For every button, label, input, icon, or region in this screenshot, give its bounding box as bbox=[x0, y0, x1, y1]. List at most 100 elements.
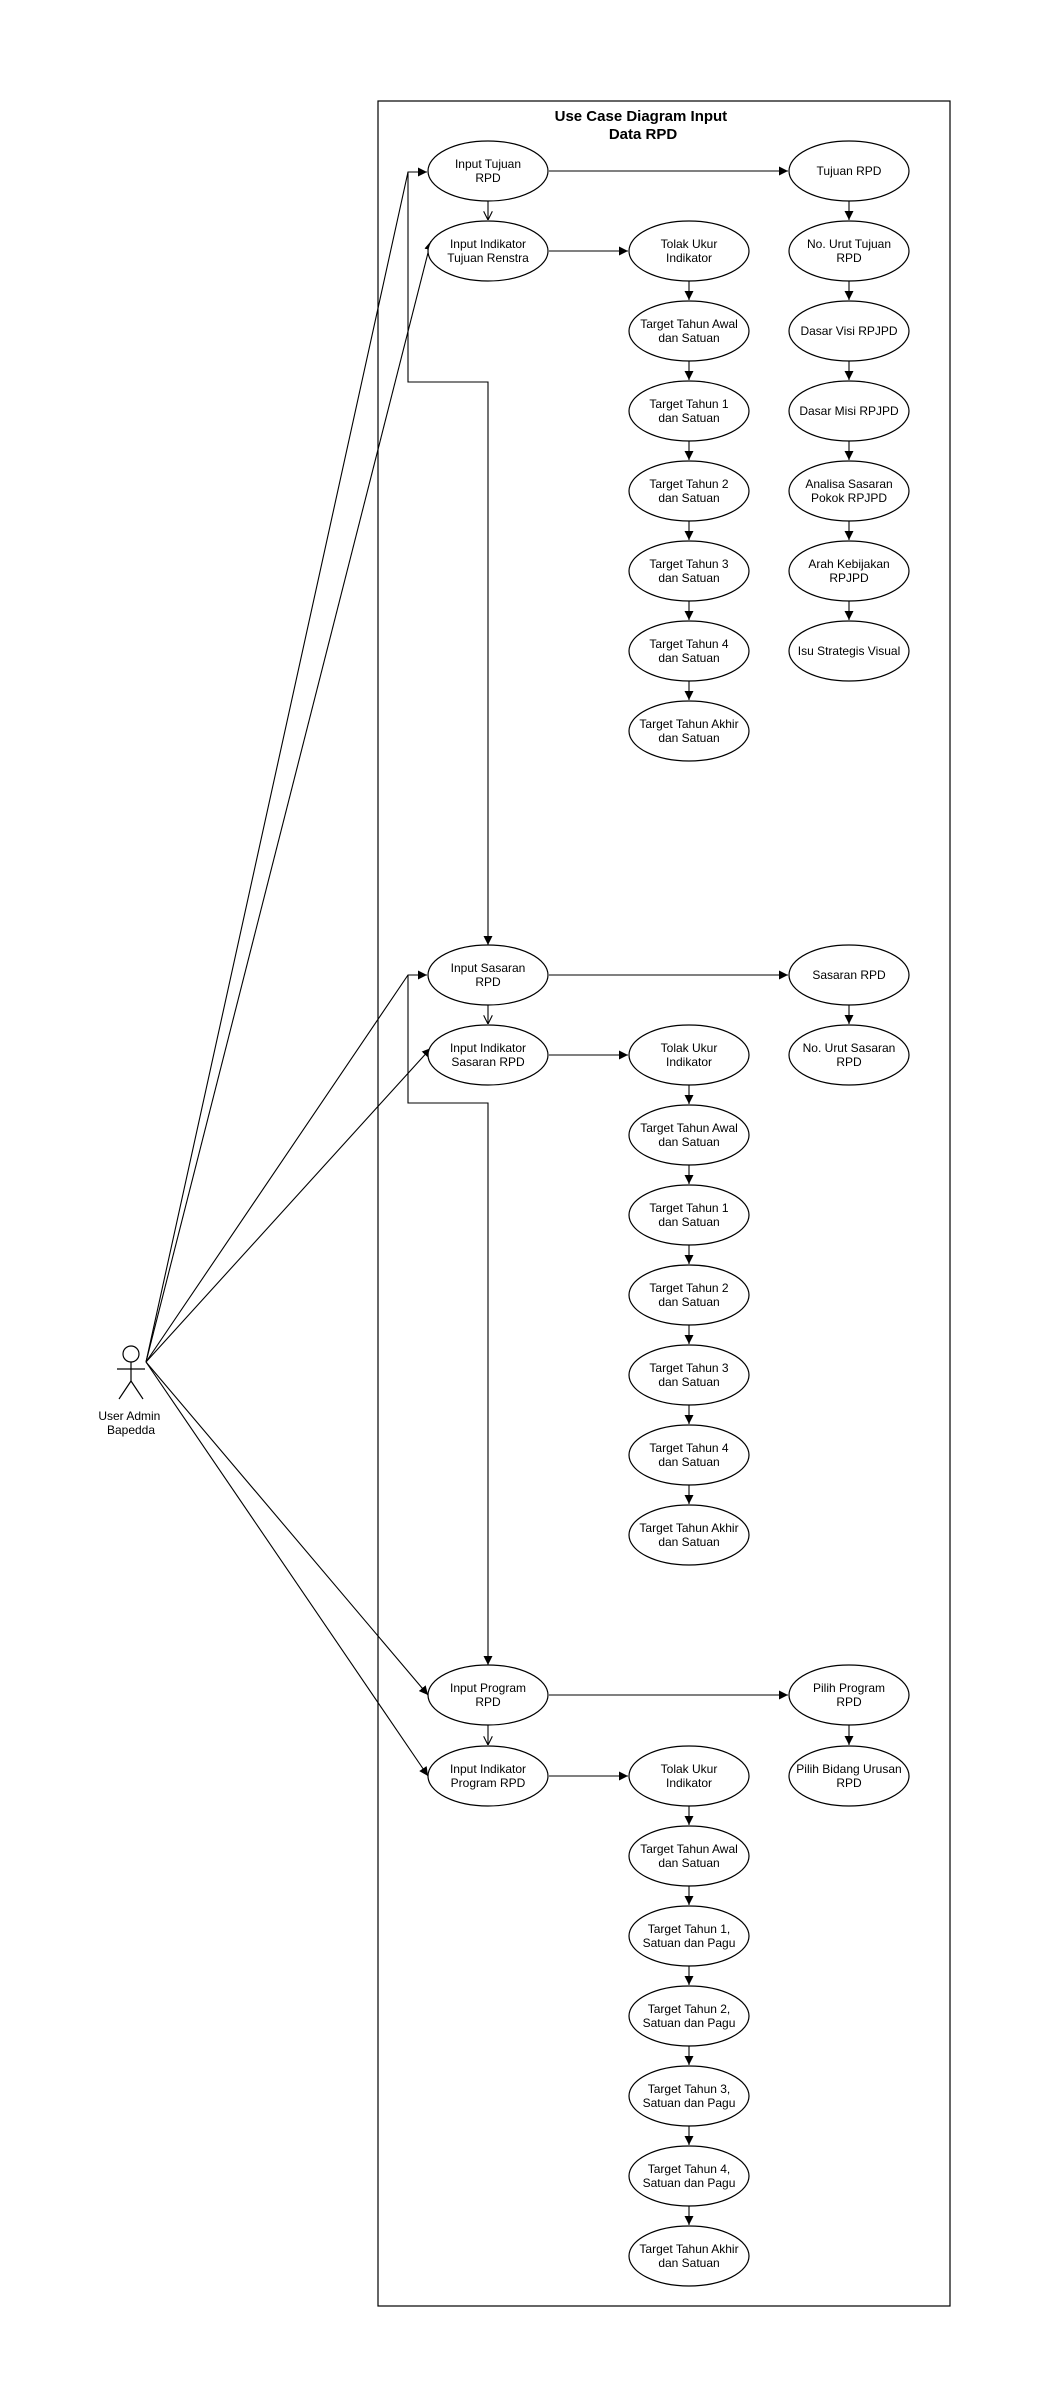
uc-program-target-2[interactable]: Target Tahun 2,Satuan dan Pagu bbox=[628, 1985, 750, 2047]
use-case-ellipse bbox=[427, 140, 549, 202]
use-case-label: Dasar Misi RPJPD bbox=[799, 404, 899, 418]
use-case-ellipse bbox=[788, 380, 910, 442]
use-case-label-line: Pilih Program bbox=[813, 1681, 885, 1695]
use-case-label: Isu Strategis Visual bbox=[798, 644, 901, 658]
use-case-ellipse bbox=[628, 1184, 750, 1246]
uc-dasar-misi[interactable]: Dasar Misi RPJPD bbox=[788, 380, 910, 442]
use-case-label-line: dan Satuan bbox=[658, 1455, 719, 1469]
use-case-label-line: Target Tahun 3 bbox=[649, 557, 728, 571]
actor-label-line1: User Admin bbox=[98, 1409, 160, 1423]
use-case-label-line: Target Tahun 1 bbox=[649, 1201, 728, 1215]
uc-tujuan-rpd[interactable]: Tujuan RPD bbox=[788, 140, 910, 202]
use-case-label-line: Target Tahun Awal bbox=[640, 1121, 738, 1135]
use-case-ellipse bbox=[788, 460, 910, 522]
connectors bbox=[145, 166, 854, 2225]
actor-label-line2: Bapedda bbox=[107, 1423, 155, 1437]
use-case-label-line: Indikator bbox=[666, 1055, 712, 1069]
uc-program-target-1[interactable]: Target Tahun 1,Satuan dan Pagu bbox=[628, 1905, 750, 1967]
use-case-ellipse bbox=[628, 620, 750, 682]
use-case-label-line: dan Satuan bbox=[658, 491, 719, 505]
use-case-ellipse bbox=[628, 1825, 750, 1887]
actor-user-admin[interactable]: User Admin Bapedda bbox=[98, 1345, 163, 1437]
use-case-ellipse bbox=[628, 1424, 750, 1486]
tujuan-to-sasaran-link bbox=[407, 172, 493, 945]
use-case-label-line: RPD bbox=[475, 171, 501, 185]
use-case-label-line: dan Satuan bbox=[658, 731, 719, 745]
use-case-ellipse bbox=[788, 220, 910, 282]
uc-program-target-3[interactable]: Target Tahun 3,Satuan dan Pagu bbox=[628, 2065, 750, 2127]
use-case-ellipse bbox=[628, 1104, 750, 1166]
use-case-label-line: Indikator bbox=[666, 1776, 712, 1790]
use-case-label: Target Tahun 3,Satuan dan Pagu bbox=[643, 2082, 736, 2110]
use-case-label-line: Program RPD bbox=[451, 1776, 526, 1790]
use-case-label-line: dan Satuan bbox=[658, 571, 719, 585]
uc-sasaran-rpd[interactable]: Sasaran RPD bbox=[788, 944, 910, 1006]
use-case-label-line: Target Tahun Akhir bbox=[639, 2242, 738, 2256]
use-case-label-line: No. Urut Sasaran bbox=[803, 1041, 896, 1055]
use-case-label-line: dan Satuan bbox=[658, 1215, 719, 1229]
use-case-ellipse bbox=[628, 2145, 750, 2207]
use-case-label: Target Tahun 2,Satuan dan Pagu bbox=[643, 2002, 736, 2030]
use-case-ellipse bbox=[628, 1344, 750, 1406]
use-case-label-line: Input Sasaran bbox=[451, 961, 526, 975]
use-case-label-line: Target Tahun Akhir bbox=[639, 717, 738, 731]
use-case-ellipse bbox=[628, 700, 750, 762]
use-case-ellipse bbox=[628, 220, 750, 282]
use-case-label-line: dan Satuan bbox=[658, 411, 719, 425]
uc-dasar-visi[interactable]: Dasar Visi RPJPD bbox=[788, 300, 910, 362]
uc-isu-strategis[interactable]: Isu Strategis Visual bbox=[788, 620, 910, 682]
use-case-label-line: Sasaran RPD bbox=[451, 1055, 525, 1069]
use-case-label-line: Satuan dan Pagu bbox=[643, 2096, 736, 2110]
use-case-label-line: Indikator bbox=[666, 251, 712, 265]
uc-program-target-4[interactable]: Target Tahun 4,Satuan dan Pagu bbox=[628, 2145, 750, 2207]
use-case-label-line: Tolak Ukur bbox=[661, 1762, 718, 1776]
use-case-label-line: Analisa Sasaran bbox=[805, 477, 892, 491]
use-case-label-line: Target Tahun 1, bbox=[648, 1922, 731, 1936]
use-case-label-line: RPD bbox=[836, 251, 862, 265]
use-case-label-line: dan Satuan bbox=[658, 1135, 719, 1149]
use-case-label-line: dan Satuan bbox=[658, 1295, 719, 1309]
use-case-ellipse bbox=[427, 1664, 549, 1726]
use-case-label-line: Dasar Visi RPJPD bbox=[800, 324, 897, 338]
